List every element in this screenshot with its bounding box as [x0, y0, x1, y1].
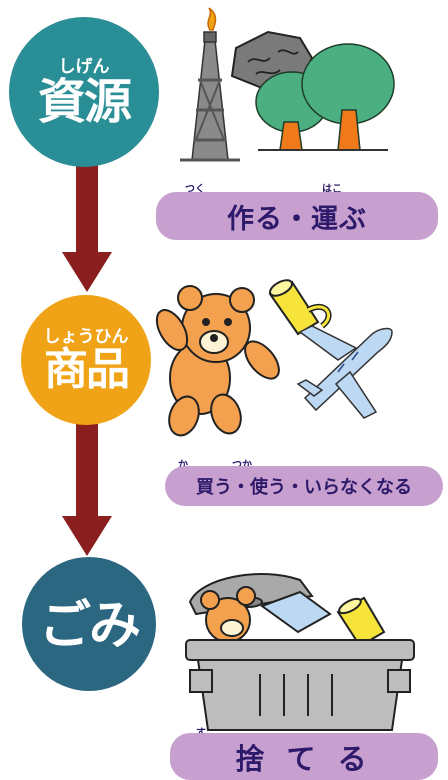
stage-products-label: 商品: [44, 343, 130, 395]
action-use-ruby-2: つか: [232, 456, 252, 471]
action-make-ruby-2: はこ: [322, 184, 342, 195]
action-make-transport: 作る・運ぶ: [156, 192, 438, 240]
tree-icon: [255, 43, 395, 151]
stage-resources-ruby: しげん: [58, 56, 110, 77]
action-make-transport-label: 作る・運ぶ: [227, 203, 367, 235]
action-buy-use-discard-label: 買う・使う・いらなくなる: [196, 477, 412, 498]
action-throw-away-label: 捨 て る: [235, 741, 373, 776]
stage-products-ruby: しょうひん: [43, 326, 129, 347]
stage-trash-label: ごみ: [38, 596, 141, 656]
stage-trash: ごみ: [22, 557, 156, 691]
stage-resources-label: 資源: [37, 73, 132, 130]
oil-derrick-icon: [180, 7, 240, 162]
arrow-down-2: [62, 424, 112, 556]
action-use-ruby-1: か: [178, 456, 188, 471]
teddy-bear-icon: [155, 285, 280, 437]
arrow-down-1: [62, 165, 112, 292]
trash-can-icon: [185, 573, 415, 731]
mug-icon: [268, 279, 332, 336]
airplane-icon: [296, 325, 393, 419]
stage-products: しょうひん 商品: [21, 295, 151, 425]
action-make-ruby-1: つく: [185, 184, 205, 195]
action-throw-away: 捨 て る: [170, 733, 438, 780]
action-buy-use-discard: 買う・使う・いらなくなる: [165, 466, 443, 506]
stage-resources: しげん 資源: [9, 17, 159, 167]
